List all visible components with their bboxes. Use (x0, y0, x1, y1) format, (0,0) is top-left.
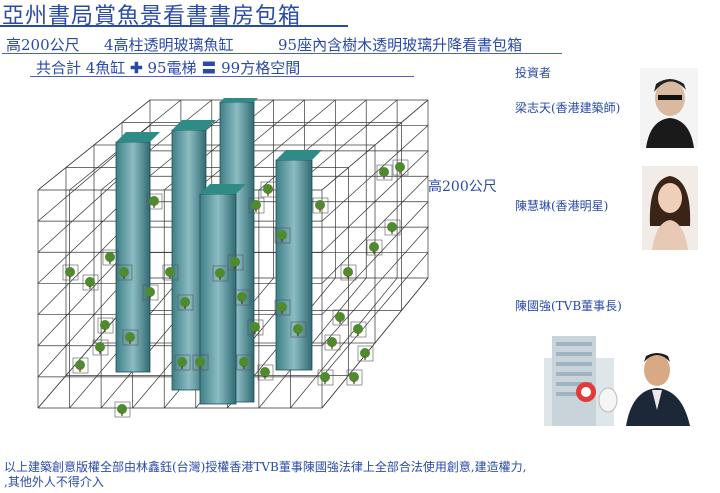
tree-icon (165, 267, 175, 277)
total-summary: 共合計 4魚缸 ✚ 95電梯 〓 99方格空間 (36, 57, 300, 78)
tree-icon (260, 367, 270, 377)
tree-icon (195, 357, 205, 367)
tree-icon (277, 230, 287, 240)
title-underline (0, 25, 348, 27)
tree-icon (343, 267, 353, 277)
tree-icon (100, 320, 110, 330)
tree-icon (387, 222, 397, 232)
tree-icon (177, 357, 187, 367)
investor-photo-2 (642, 166, 698, 250)
fish-tank-column (199, 193, 237, 405)
tree-icon (251, 200, 261, 210)
total-suffix: 99方格空間 (221, 59, 301, 77)
tree-icon (237, 292, 247, 302)
tree-icon (149, 196, 159, 206)
tree-icon (75, 360, 85, 370)
fish-tank-column (275, 159, 313, 371)
tree-icon (263, 184, 273, 194)
tree-icon (349, 372, 359, 382)
diagram-height-label: 高200公尺 (428, 179, 497, 195)
tree-icon (125, 332, 135, 342)
spec-tanks: 4高柱透明玻璃魚缸 (104, 36, 234, 54)
tree-icon (379, 167, 389, 177)
tree-icon (65, 267, 75, 277)
tree-icon (315, 200, 325, 210)
tree-icon (145, 287, 155, 297)
investor-photo-3 (540, 330, 698, 426)
footer-line-2: ,其他外人不得介入 (4, 475, 104, 489)
spec-line1-underline (2, 53, 562, 54)
tree-icon (277, 302, 287, 312)
equals-icon: 〓 (201, 59, 217, 77)
total-middle: 95電梯 (147, 59, 197, 77)
tree-icon (353, 324, 363, 334)
plus-icon: ✚ (130, 59, 143, 77)
tree-icon (119, 267, 129, 277)
spec-height: 高200公尺 (6, 36, 80, 54)
tree-icon (215, 268, 225, 278)
tree-icon (293, 324, 303, 334)
tree-icon (180, 297, 190, 307)
total-prefix: 共合計 4魚缸 (36, 59, 126, 77)
building-diagram (37, 98, 429, 418)
tree-icon (85, 277, 95, 287)
spec-line2-underline (30, 76, 414, 77)
tree-icon (335, 312, 345, 322)
tree-icon (117, 404, 127, 414)
tree-icon (327, 337, 337, 347)
investor-photo-1 (640, 68, 698, 148)
tree-icon (105, 252, 115, 262)
investors-heading: 投資者 (515, 66, 552, 80)
tree-icon (320, 372, 330, 382)
tree-icon (250, 322, 260, 332)
page-title: 亞州書局賞魚景看書書房包箱 (2, 4, 302, 29)
tree-icon (95, 342, 105, 352)
spec-rooms: 95座內含樹木透明玻璃升降看書包箱 (278, 36, 523, 54)
investor-label-2: 陳慧琳(香港明星) (515, 199, 609, 213)
investor-label-1: 梁志天(香港建築師) (515, 101, 621, 115)
investor-label-3: 陳國強(TVB董事長) (515, 299, 622, 313)
tree-icon (360, 348, 370, 358)
tree-icon (239, 357, 249, 367)
tree-icon (369, 242, 379, 252)
tree-icon (395, 162, 405, 172)
footer-line-1: 以上建築創意版權全部由林鑫鈺(台灣)授權香港TVB董事陳國強法律上全部合法使用創… (4, 460, 527, 474)
tree-icon (230, 257, 240, 267)
